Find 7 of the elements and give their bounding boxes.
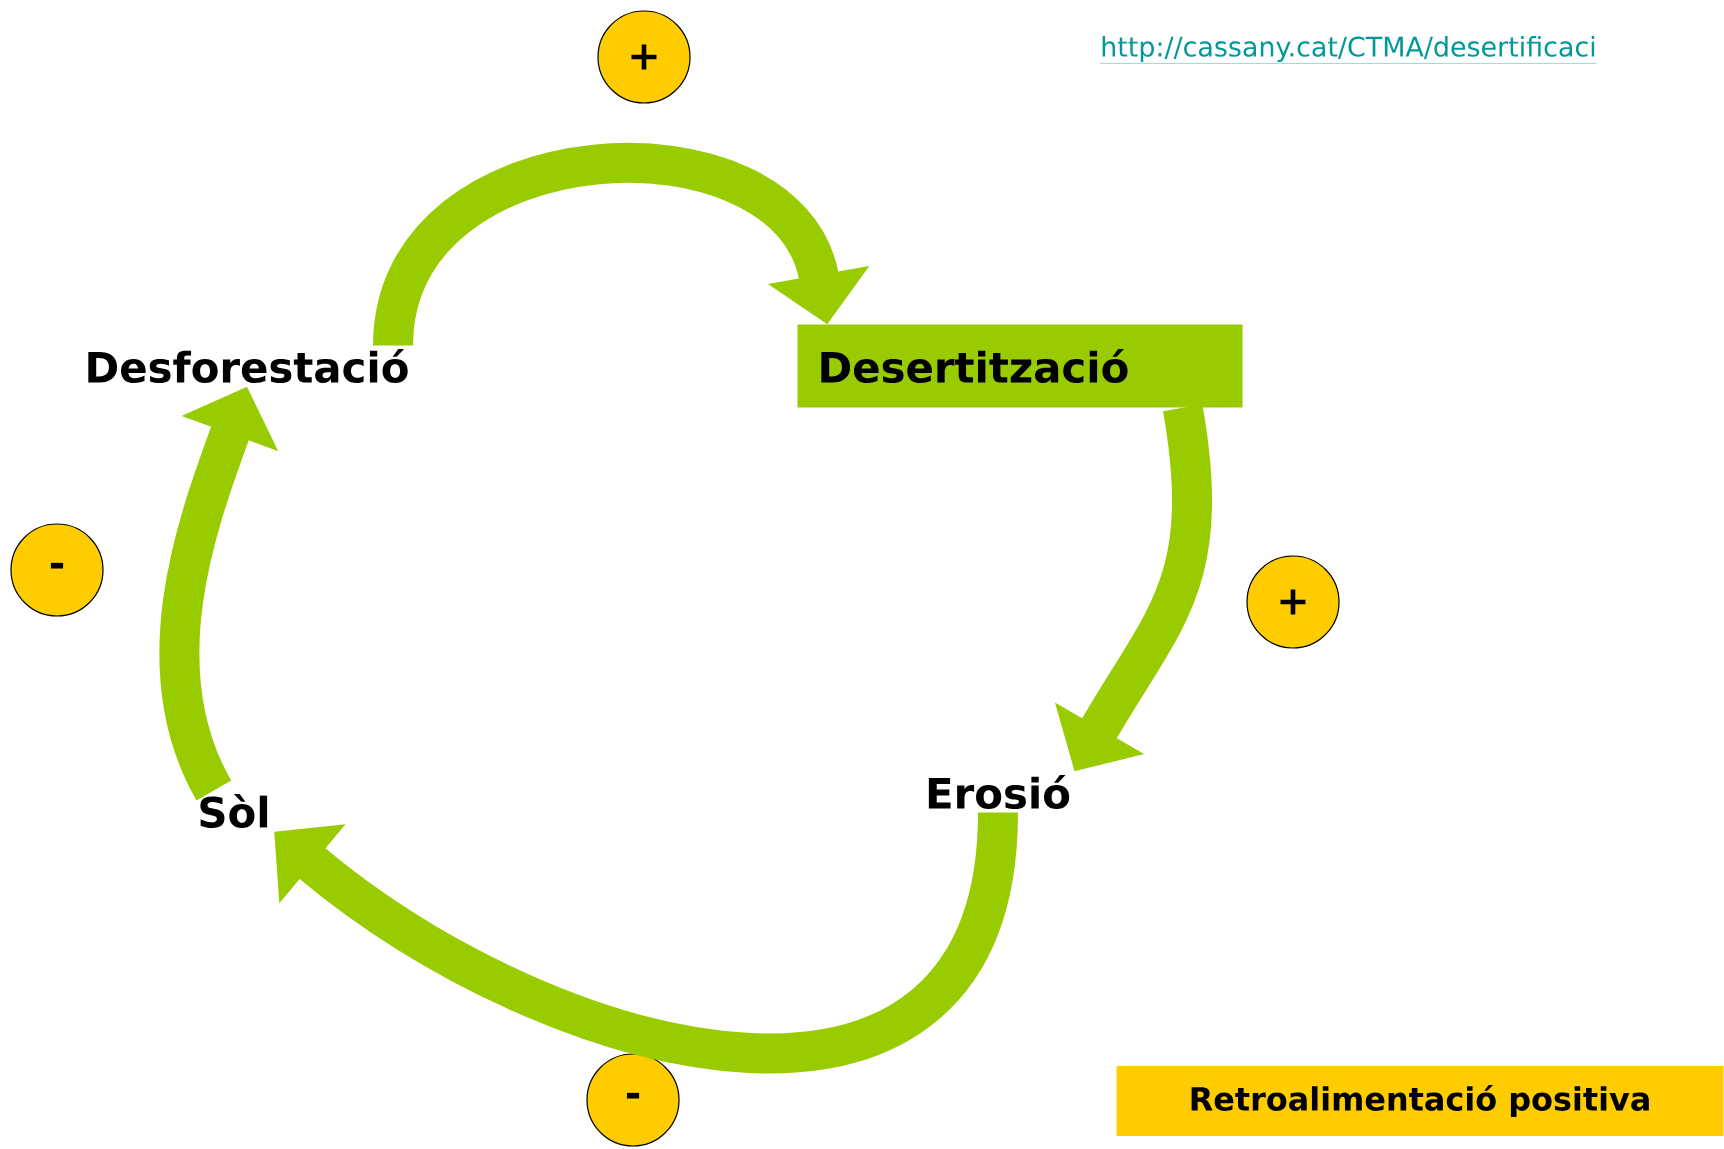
term-label: Desforestació (88, 349, 408, 384)
note-box: Retroalimentació positiva (1116, 1066, 1724, 1136)
term-label: Erosió (928, 775, 1070, 810)
highlighted-term-box: Desertització (797, 324, 1243, 408)
web-link: http://cassany.cat/CTMA/desertificaci (1100, 36, 1597, 64)
term-label: Sòl (200, 794, 268, 829)
curved-arrow (274, 810, 1018, 1073)
